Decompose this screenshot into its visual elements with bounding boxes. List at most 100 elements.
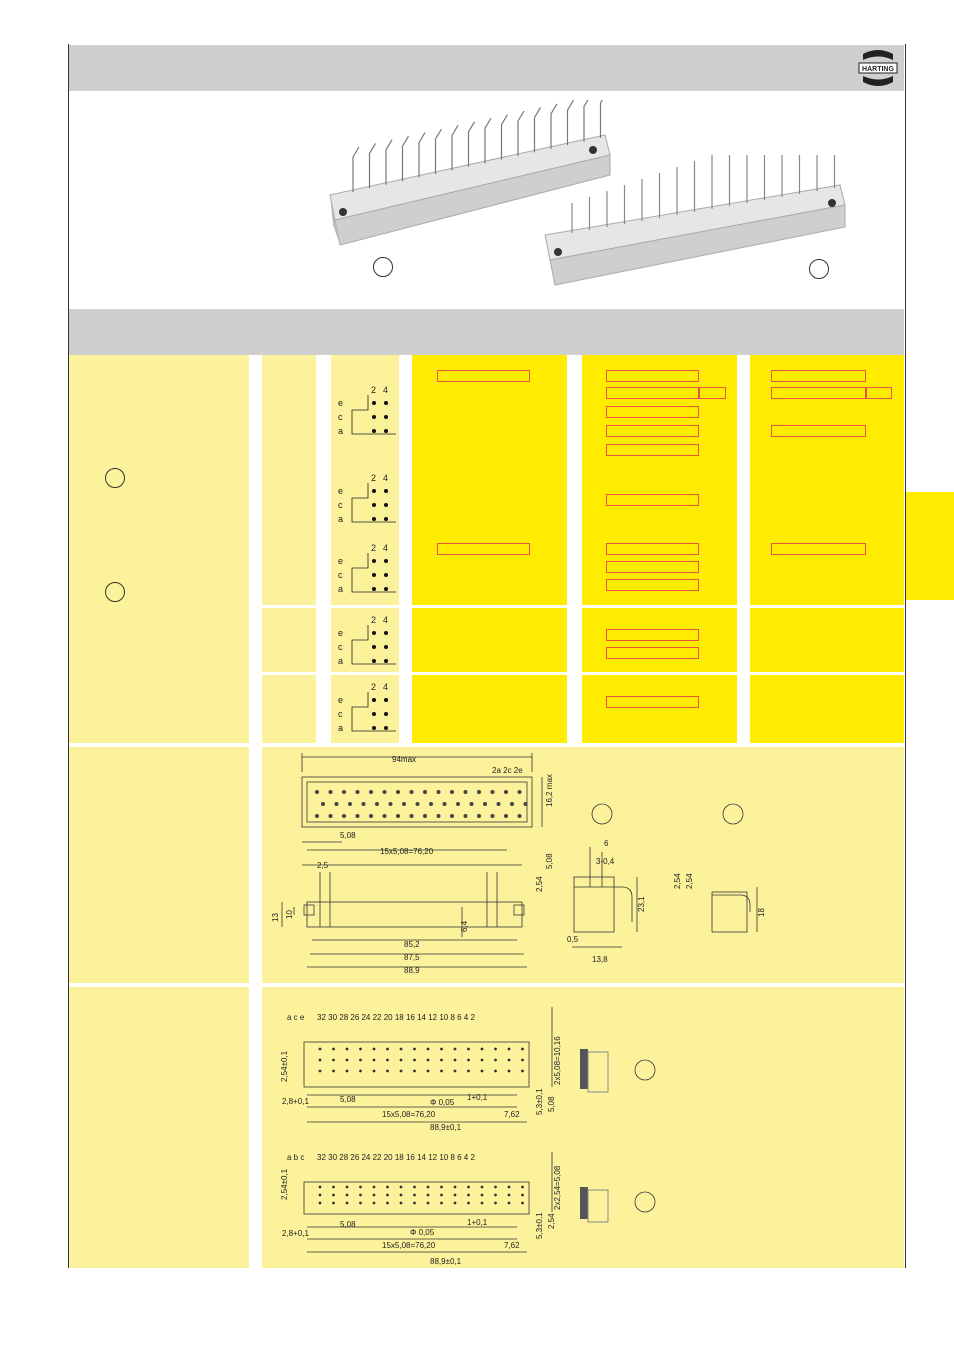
contact-dot (496, 802, 501, 806)
dim-d17: 18 (757, 908, 766, 917)
contact-dot (423, 790, 427, 794)
hole-dot (399, 1058, 403, 1062)
contact-dot (415, 802, 420, 806)
hole-dot (494, 1193, 497, 1197)
hole-dot (467, 1047, 470, 1051)
hole-dot (372, 1069, 376, 1073)
hole-dot (318, 1047, 322, 1051)
layout-bottom-total: 88,9±0,1 (430, 1257, 462, 1266)
marker-circle-1 (373, 257, 393, 277)
dim-span: 15x5,08=76,20 (380, 847, 434, 856)
header-band (69, 45, 904, 91)
layout-bottom-left: 2,8+0,1 (282, 1229, 309, 1238)
hole-dot (413, 1185, 416, 1189)
hole-dot (386, 1185, 389, 1189)
contact-dot (328, 814, 333, 818)
pcb-layout-drawing: a c e 32 30 28 26 24 22 20 18 16 14 12 1… (280, 1007, 656, 1266)
contact-dot (490, 790, 495, 794)
part-number-box (606, 425, 699, 437)
pin-row-label: a (338, 656, 343, 666)
hole-dot (440, 1185, 443, 1189)
hole-dot (318, 1058, 322, 1062)
hole-dot (345, 1069, 349, 1073)
contact-pin (368, 143, 377, 189)
hole-dot (453, 1201, 457, 1205)
contact-pin (467, 121, 476, 167)
hole-dot (494, 1069, 497, 1073)
layout-top-pitch: 5,08 (340, 1095, 356, 1104)
hole-dot (521, 1069, 524, 1073)
hole-dot (453, 1058, 457, 1062)
hole-dot (453, 1047, 457, 1051)
hole-dot (413, 1201, 416, 1205)
dim-d2: 13 (271, 913, 280, 922)
part-number-box (771, 387, 866, 399)
hole-dot (480, 1047, 484, 1051)
pin-row-label: e (338, 398, 343, 408)
hole-dot (467, 1201, 470, 1205)
dim-d11: 3-0,4 (596, 857, 615, 866)
pin-col-label: 4 (383, 385, 388, 395)
contact-pin (550, 103, 558, 149)
hole-dot (372, 1047, 376, 1051)
connector-photo-2 (544, 155, 846, 286)
dim-d14: 13,8 (592, 955, 608, 964)
hole-dot (413, 1069, 416, 1073)
pin-dot (372, 559, 376, 563)
layout-bottom-hole: 1+0,1 (467, 1218, 488, 1227)
pin-dot (372, 698, 376, 702)
hole-dot (426, 1058, 430, 1062)
hole-dot (318, 1069, 322, 1073)
yellow-col-1a (412, 355, 567, 605)
pin-dot (384, 712, 388, 716)
hole-dot (386, 1193, 389, 1197)
part-number-box (606, 579, 699, 591)
left-marker-2 (105, 582, 125, 602)
pin-row-label: c (338, 642, 343, 652)
hole-dot (372, 1058, 376, 1062)
dim-d4: 85,2 (404, 940, 420, 949)
hole-dot (318, 1193, 322, 1197)
page-frame (68, 44, 906, 1268)
pin-col-label: 2 (371, 682, 376, 692)
hole-dot (413, 1047, 416, 1051)
hole-dot (426, 1201, 430, 1205)
hole-dot (332, 1058, 335, 1062)
part-number-box (771, 543, 866, 555)
pin-dot (372, 573, 376, 577)
dim-width-max: 94max (392, 755, 416, 764)
pin-row-label: a (338, 723, 343, 733)
part-number-box (437, 370, 530, 382)
layout-bottom-cols: 32 30 28 26 24 22 20 18 16 14 12 10 8 6 … (317, 1153, 475, 1162)
pin-outline (351, 692, 396, 732)
side-tab (906, 492, 954, 600)
part-number-box (606, 543, 699, 555)
contact-dot (409, 790, 414, 794)
hole-dot (494, 1201, 497, 1205)
hole-dot (359, 1069, 362, 1073)
pin-col-label: 2 (371, 543, 376, 553)
hole-dot (507, 1201, 511, 1205)
part-number-suffix-box (699, 387, 726, 399)
hole-dot (359, 1058, 362, 1062)
pin-row-label: a (338, 426, 343, 436)
layout-top-r1: 5,3±0,1 (535, 1088, 544, 1115)
hole-dot (345, 1058, 349, 1062)
hole-dot (521, 1047, 524, 1051)
hole-dot (480, 1193, 484, 1197)
hole-dot (494, 1185, 497, 1189)
contact-dot (369, 814, 373, 818)
pin-outline (351, 553, 396, 593)
dimension-drawing: 94max 2a 2c 2e 16,2 max 5,08 15x5,08=76,… (271, 753, 766, 975)
contact-dot (450, 790, 454, 794)
part-number-box (437, 543, 530, 555)
contact-dot (342, 814, 346, 818)
pin-col-label: 2 (371, 473, 376, 483)
hole-dot (413, 1193, 416, 1197)
hole-dot (467, 1058, 470, 1062)
dim-d15: 2,54 (673, 873, 682, 889)
yellow-col-2a (582, 355, 737, 605)
part-number-box (606, 387, 699, 399)
